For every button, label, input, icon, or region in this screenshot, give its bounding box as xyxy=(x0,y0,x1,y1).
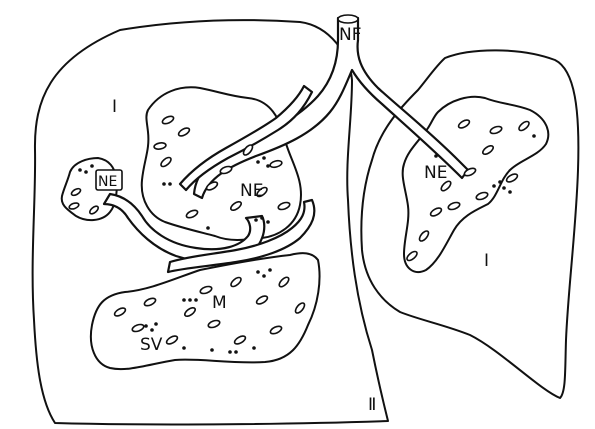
label-m: M xyxy=(212,293,227,313)
granule xyxy=(262,274,266,278)
granule xyxy=(168,182,172,186)
granule xyxy=(434,154,438,158)
granule xyxy=(498,180,502,184)
label-ne-right: NE xyxy=(424,163,447,183)
granule xyxy=(154,322,158,326)
granule xyxy=(234,350,238,354)
granule xyxy=(90,164,94,168)
label-nf: NF xyxy=(339,25,362,45)
granule xyxy=(266,220,270,224)
granule xyxy=(194,298,198,302)
label-i-right: I xyxy=(484,251,489,271)
granule xyxy=(268,268,272,272)
granule xyxy=(206,226,210,230)
label-sv: SV xyxy=(140,335,163,355)
granule xyxy=(260,216,264,220)
granule xyxy=(188,298,192,302)
granule xyxy=(502,186,506,190)
granule xyxy=(84,170,88,174)
nerve-trunk-end xyxy=(338,15,358,23)
granule xyxy=(228,350,232,354)
granule xyxy=(254,218,258,222)
granule xyxy=(162,182,166,186)
granule xyxy=(210,348,214,352)
label-ne-small: NE xyxy=(98,174,117,190)
granule xyxy=(492,184,496,188)
label-ne-center: NE xyxy=(240,181,263,201)
granule xyxy=(78,168,82,172)
granule xyxy=(256,270,260,274)
granule xyxy=(150,328,154,332)
granule xyxy=(182,346,186,350)
granule xyxy=(256,160,260,164)
granule xyxy=(252,346,256,350)
granule xyxy=(182,298,186,302)
label-i-left: I xyxy=(112,97,117,117)
label-ii: Ⅱ xyxy=(368,395,376,415)
granule xyxy=(144,324,148,328)
granule xyxy=(532,134,536,138)
granule xyxy=(266,164,270,168)
granule xyxy=(508,190,512,194)
granule xyxy=(262,156,266,160)
